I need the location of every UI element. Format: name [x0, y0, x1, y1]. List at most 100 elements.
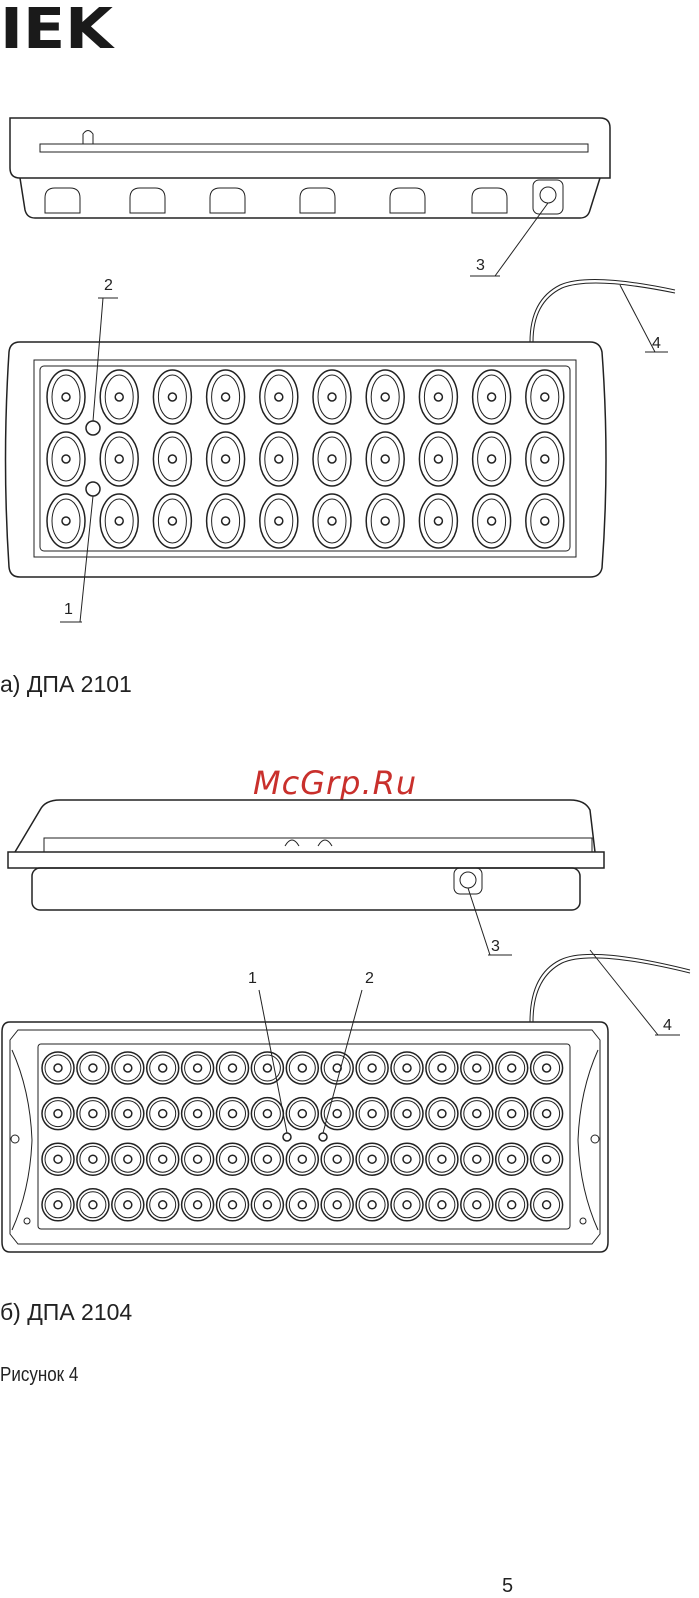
led-lens — [366, 432, 404, 486]
led-lens — [461, 1098, 493, 1130]
led-lens — [496, 1052, 528, 1084]
led-lens — [496, 1189, 528, 1221]
led-lens — [531, 1052, 563, 1084]
figure-b-callout-1: 1 — [248, 970, 257, 987]
led-lens — [366, 370, 404, 424]
iek-logo-text: IEK — [0, 0, 115, 52]
led-lens — [207, 494, 245, 548]
iek-logo: IEK — [0, 0, 115, 52]
led-lens — [313, 370, 351, 424]
led-lens — [147, 1143, 179, 1175]
led-lens — [461, 1143, 493, 1175]
led-lens — [112, 1052, 144, 1084]
led-lens — [77, 1052, 109, 1084]
led-lens — [426, 1098, 458, 1130]
led-lens — [182, 1052, 214, 1084]
led-lens — [47, 494, 85, 548]
led-lens — [531, 1189, 563, 1221]
led-lens — [260, 370, 298, 424]
led-lens — [77, 1143, 109, 1175]
led-lens — [42, 1052, 74, 1084]
led-lens — [531, 1143, 563, 1175]
led-lens — [147, 1189, 179, 1221]
led-lens — [356, 1098, 388, 1130]
led-lens — [153, 370, 191, 424]
led-lens — [321, 1098, 353, 1130]
led-lens — [356, 1052, 388, 1084]
led-lens — [217, 1052, 249, 1084]
led-lens — [207, 370, 245, 424]
led-lens — [77, 1189, 109, 1221]
led-lens — [251, 1189, 283, 1221]
led-lens — [286, 1143, 318, 1175]
led-lens — [251, 1052, 283, 1084]
led-lens — [526, 432, 564, 486]
led-lens — [182, 1098, 214, 1130]
figure-a-callout-4: 4 — [652, 335, 661, 352]
led-lens — [47, 432, 85, 486]
led-lens — [260, 432, 298, 486]
led-lens — [356, 1143, 388, 1175]
led-lens — [473, 370, 511, 424]
led-lens — [526, 494, 564, 548]
figure-b-side-view — [8, 800, 604, 955]
led-lens — [419, 370, 457, 424]
led-lens — [313, 494, 351, 548]
led-lens — [391, 1052, 423, 1084]
led-lens — [77, 1098, 109, 1130]
led-lens — [426, 1189, 458, 1221]
led-lens — [251, 1143, 283, 1175]
led-lens — [182, 1189, 214, 1221]
led-lens — [286, 1098, 318, 1130]
led-lens — [531, 1098, 563, 1130]
figure-a-caption: а) ДПА 2101 — [0, 671, 132, 698]
led-lens — [42, 1189, 74, 1221]
led-lens — [100, 432, 138, 486]
figure-a-side-view — [10, 118, 610, 276]
led-lens — [321, 1189, 353, 1221]
led-lens — [217, 1143, 249, 1175]
led-lens — [526, 370, 564, 424]
led-lens — [100, 370, 138, 424]
figure-b-callout-2: 2 — [365, 970, 374, 987]
led-lens — [286, 1052, 318, 1084]
page-number: 5 — [502, 1575, 513, 1598]
led-lens — [100, 494, 138, 548]
led-lens — [426, 1052, 458, 1084]
led-lens — [207, 432, 245, 486]
figure-b-drawing: 3 4 1 2 — [0, 770, 699, 1260]
led-lens — [419, 494, 457, 548]
led-lens — [391, 1143, 423, 1175]
figure-a-drawing: 2 3 4 1 — [0, 110, 699, 630]
figure-b-caption: б) ДПА 2104 — [0, 1299, 132, 1326]
led-lens — [147, 1052, 179, 1084]
figure-b-callout-4: 4 — [663, 1017, 672, 1034]
led-lens — [260, 494, 298, 548]
figure-a-callout-3: 3 — [476, 257, 485, 274]
led-lens — [217, 1189, 249, 1221]
led-lens — [47, 370, 85, 424]
led-lens — [217, 1098, 249, 1130]
led-lens — [473, 432, 511, 486]
led-lens — [147, 1098, 179, 1130]
figure-a-front-view — [6, 298, 607, 622]
led-lens — [461, 1189, 493, 1221]
led-lens — [42, 1098, 74, 1130]
led-lens — [153, 432, 191, 486]
figure-b-callout-3: 3 — [491, 938, 500, 955]
led-lens — [391, 1189, 423, 1221]
led-lens — [251, 1098, 283, 1130]
figure-label: Рисунок 4 — [0, 1364, 78, 1387]
figure-a-callout-2: 2 — [104, 277, 113, 294]
led-lens — [153, 494, 191, 548]
led-lens — [419, 432, 457, 486]
led-lens — [286, 1189, 318, 1221]
led-lens — [42, 1143, 74, 1175]
led-lens — [391, 1098, 423, 1130]
led-lens — [496, 1098, 528, 1130]
figure-b-front-view — [2, 990, 608, 1252]
led-lens — [182, 1143, 214, 1175]
led-lens — [112, 1189, 144, 1221]
led-lens — [112, 1143, 144, 1175]
led-lens — [112, 1098, 144, 1130]
